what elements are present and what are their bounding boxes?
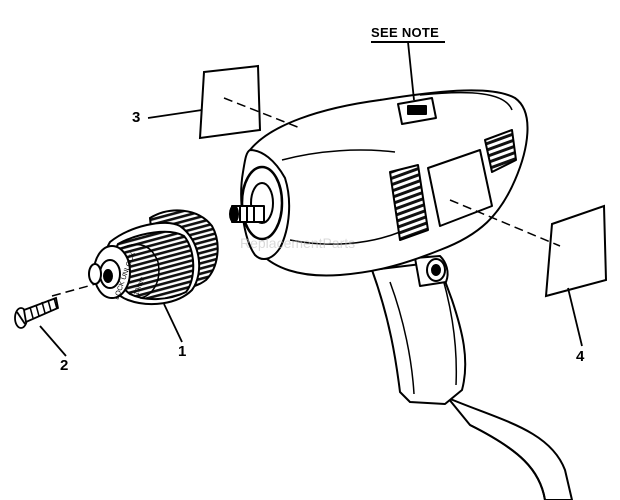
vent-panel: [389, 164, 429, 241]
callout-3: 3: [132, 109, 141, 126]
leader-lines: [39, 41, 583, 357]
spindle: [229, 205, 265, 223]
label-plate-left: [198, 64, 262, 140]
callout-4: 4: [576, 348, 585, 365]
callout-2: 2: [60, 357, 69, 374]
chuck-screw: [14, 296, 60, 329]
label-plate-right: [544, 204, 608, 298]
chuck-assembly: [88, 209, 219, 306]
watermark: ReplacementParts: [240, 235, 355, 251]
see-note-underline: [371, 41, 445, 43]
label-recess: [427, 149, 493, 227]
see-note-label: SEE NOTE: [371, 25, 440, 40]
callout-1: 1: [178, 343, 187, 360]
rear-vents: [484, 129, 517, 173]
drill-body: [229, 89, 573, 500]
